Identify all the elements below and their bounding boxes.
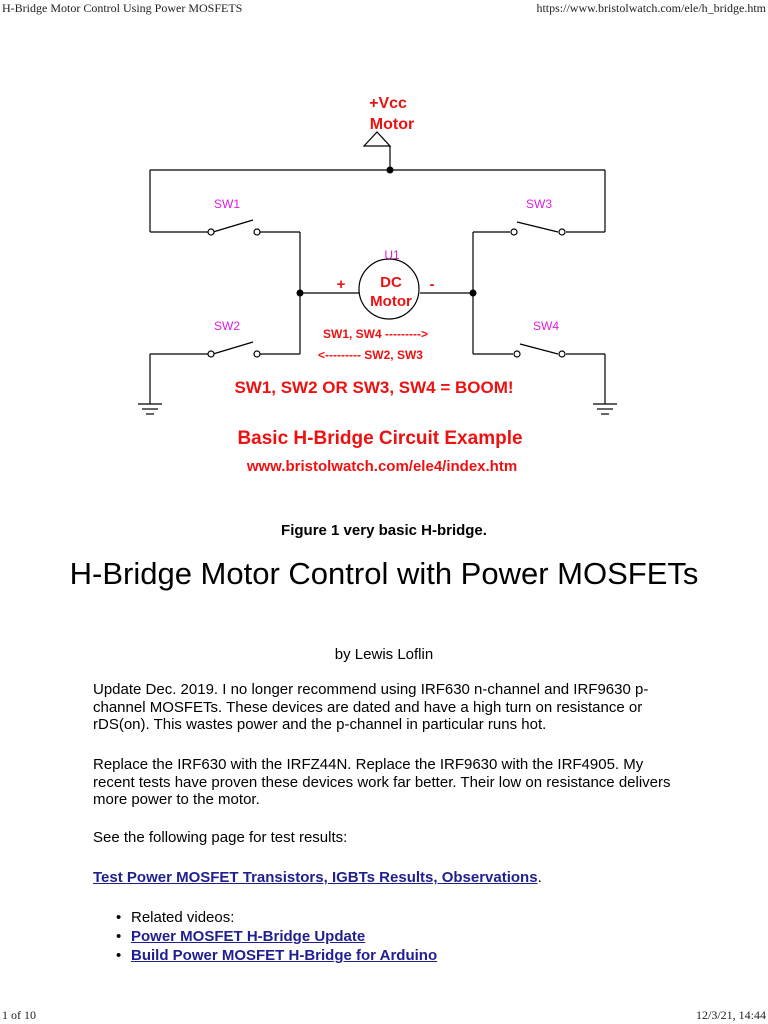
reverse-direction-label: <--------- SW2, SW3 (318, 348, 423, 362)
header-page-title: H-Bridge Motor Control Using Power MOSFE… (2, 1, 243, 15)
u1-label: U1 (384, 248, 400, 262)
list-item: •Power MOSFET H-Bridge Update (116, 928, 366, 945)
h-bridge-schematic: +Vcc Motor SW1 SW2 SW3 SW4 U1 DC Motor +… (138, 95, 617, 475)
forward-direction-label: SW1, SW4 ---------> (323, 327, 428, 341)
dc-label: DC (380, 274, 402, 291)
schematic-wires (138, 131, 617, 415)
related-videos-list: •Related videos: •Power MOSFET H-Bridge … (113, 908, 437, 965)
h-bridge-figure: +Vcc Motor SW1 SW2 SW3 SW4 U1 DC Motor +… (130, 88, 630, 488)
boom-warning: SW1, SW2 OR SW3, SW4 = BOOM! (234, 378, 513, 397)
update-paragraph: Update Dec. 2019. I no longer recommend … (93, 681, 649, 733)
test-results-line: Test Power MOSFET Transistors, IGBTs Res… (93, 869, 683, 887)
test-results-link[interactable]: Test Power MOSFET Transistors, IGBTs Res… (93, 869, 538, 886)
related-videos-intro: Related videos: (131, 909, 235, 926)
sw1-label: SW1 (214, 197, 240, 211)
sw2-label: SW2 (214, 319, 240, 333)
figure-caption: Figure 1 very basic H-bridge. (281, 522, 487, 539)
sw4-label: SW4 (533, 319, 559, 333)
figure-heading: Basic H-Bridge Circuit Example (237, 428, 522, 449)
footer-page-count: 1 of 10 (2, 1008, 36, 1022)
print-header: H-Bridge Motor Control Using Power MOSFE… (0, 1, 768, 17)
video-link-arduino[interactable]: Build Power MOSFET H-Bridge for Arduino (131, 947, 438, 964)
figure-site: www.bristolwatch.com/ele4/index.htm (246, 458, 517, 475)
list-item: •Related videos: (116, 909, 235, 926)
replacement-paragraph: Replace the IRF630 with the IRFZ44N. Rep… (93, 756, 671, 808)
print-footer: 1 of 10 12/3/21, 14:44 (0, 1008, 768, 1024)
test-results-intro: See the following page for test results: (93, 829, 348, 846)
byline: by Lewis Loflin (334, 646, 434, 663)
header-url: https://www.bristolwatch.com/ele/h_bridg… (536, 1, 766, 15)
sw3-label: SW3 (526, 197, 552, 211)
test-results-period: . (537, 869, 542, 886)
minus-terminal-label: - (430, 276, 435, 293)
video-link-update[interactable]: Power MOSFET H-Bridge Update (131, 928, 366, 945)
plus-terminal-label: + (337, 276, 346, 293)
list-item: •Build Power MOSFET H-Bridge for Arduino (116, 947, 438, 964)
junction-dots (296, 166, 477, 297)
switch-contacts (207, 228, 566, 358)
vcc-label: +Vcc (369, 95, 407, 112)
dc-motor-label: Motor (370, 293, 412, 310)
page-title: H-Bridge Motor Control with Power MOSFET… (69, 556, 699, 591)
motor-supply-label: Motor (370, 116, 414, 133)
footer-datetime: 12/3/21, 14:44 (695, 1008, 766, 1022)
vcc-arrow (362, 131, 392, 147)
